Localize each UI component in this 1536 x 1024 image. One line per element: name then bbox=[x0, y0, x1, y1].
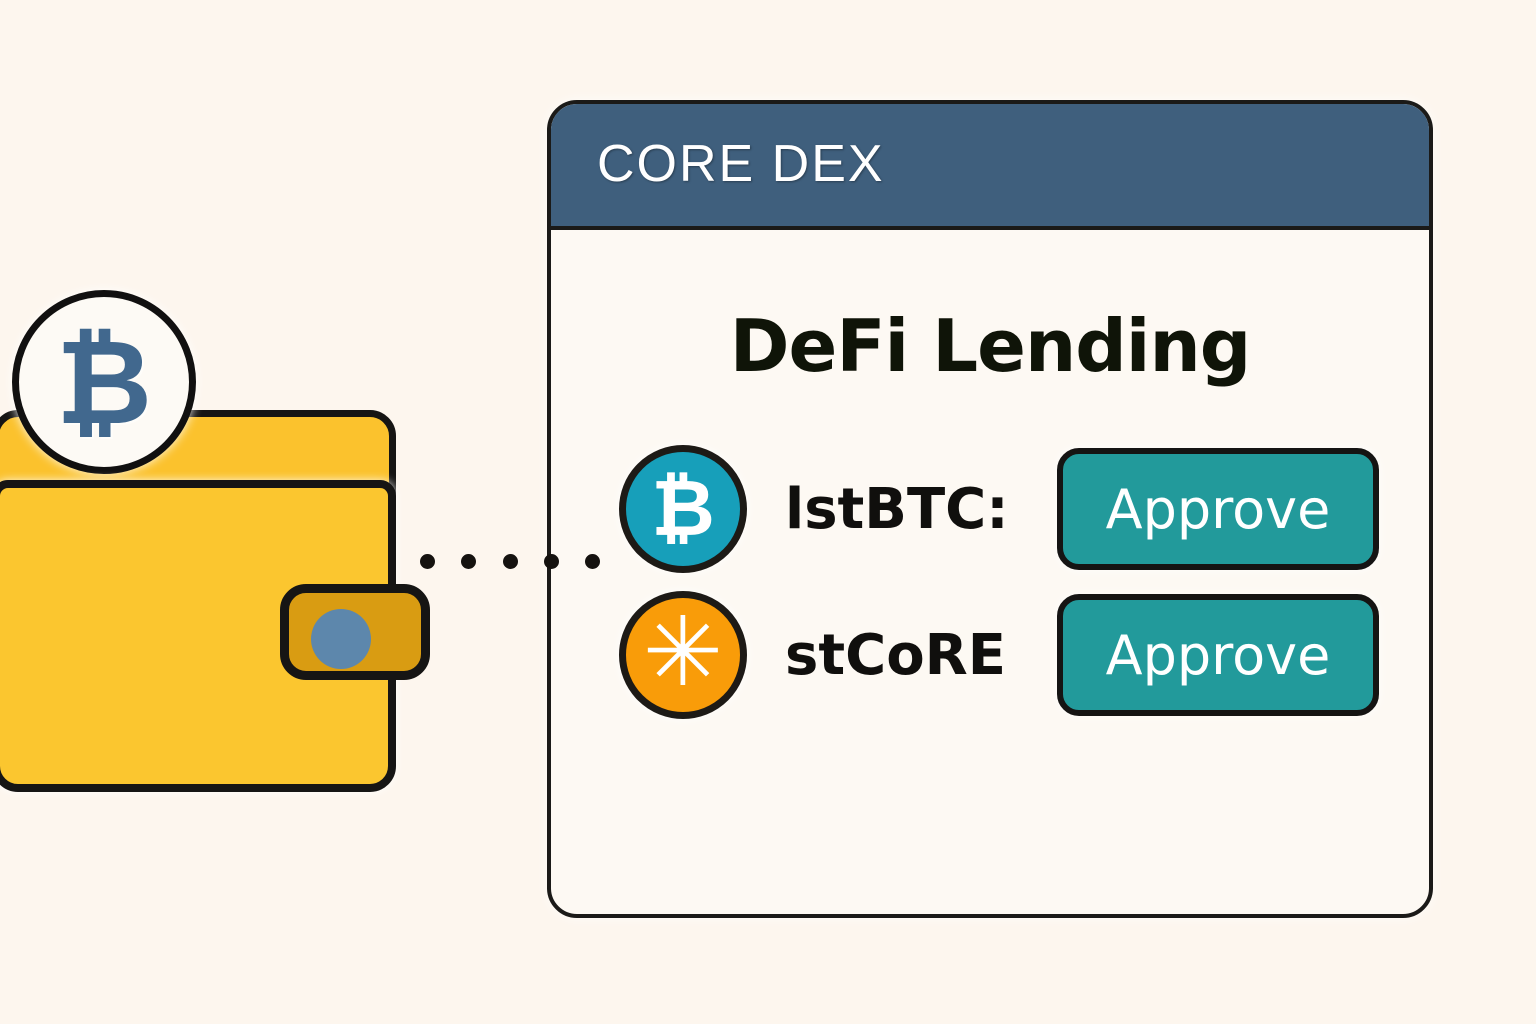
core-dex-card: CORE DEX DeFi Lending ₿ lstBTC: Approve … bbox=[547, 100, 1433, 918]
card-header: CORE DEX bbox=[551, 104, 1429, 230]
connector-dot bbox=[420, 553, 435, 569]
app-title: CORE DEX bbox=[597, 135, 885, 193]
connector-dot bbox=[461, 553, 477, 569]
page-title: DeFi Lending bbox=[729, 304, 1252, 388]
connector-dot bbox=[543, 553, 559, 569]
crypto-wallet: ₿ bbox=[0, 290, 440, 810]
core-asterisk-glyph: ✳ bbox=[642, 596, 724, 708]
bitcoin-coin-icon: ₿ bbox=[619, 445, 747, 573]
connector-dot bbox=[502, 553, 518, 569]
wallet-clasp bbox=[280, 584, 430, 680]
wallet-clasp-dot-icon bbox=[311, 609, 371, 669]
approve-button-lstbtc[interactable]: Approve bbox=[1057, 448, 1379, 570]
token-row-stcore: ✳ stCoRE Approve bbox=[619, 582, 1429, 728]
bitcoin-coin-glyph: ₿ bbox=[651, 464, 715, 554]
token-list: ₿ lstBTC: Approve ✳ stCoRE Approve bbox=[551, 436, 1429, 728]
card-body: DeFi Lending ₿ lstBTC: Approve ✳ stCoRE … bbox=[551, 232, 1429, 914]
bitcoin-icon: ₿ bbox=[12, 290, 196, 474]
token-label-stcore: stCoRE bbox=[785, 622, 1007, 688]
token-label-lstbtc: lstBTC: bbox=[785, 476, 1009, 542]
connector-dotted-line bbox=[420, 552, 600, 570]
token-row-lstbtc: ₿ lstBTC: Approve bbox=[619, 436, 1429, 582]
core-asterisk-coin-icon: ✳ bbox=[619, 591, 747, 719]
approve-button-stcore[interactable]: Approve bbox=[1057, 594, 1379, 716]
connector-dot bbox=[585, 553, 600, 569]
bitcoin-glyph: ₿ bbox=[55, 313, 153, 451]
